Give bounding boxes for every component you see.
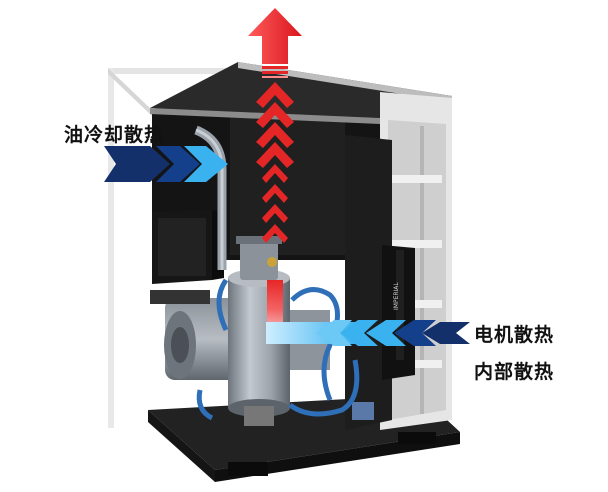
chevron-left-icon	[394, 320, 436, 346]
chevron-left-icon	[316, 320, 352, 346]
coolant-hoses	[196, 278, 360, 421]
brand-label: IMPERIAL	[393, 282, 400, 310]
chevron-up-icon	[262, 204, 288, 223]
hot-air-flow	[256, 82, 294, 338]
cabinet-left-frame	[108, 68, 230, 428]
motor-cooling-label: 电机散热	[474, 324, 555, 346]
internal-cooling-label: 内部散热	[474, 361, 555, 383]
separator-pipe	[194, 125, 227, 270]
chevron-right-icon	[156, 146, 200, 182]
chevron-up-icon	[262, 164, 288, 183]
chevron-left-icon	[366, 320, 406, 346]
chevron-up-icon	[256, 122, 294, 148]
oil-cooler	[152, 210, 224, 284]
chevron-up-icon	[262, 224, 288, 243]
inverter-unit: IMPERIAL	[345, 135, 415, 430]
up-arrow-icon	[248, 8, 302, 78]
chevron-up-icon	[256, 82, 294, 108]
chevron-up-icon	[256, 102, 294, 128]
oil-cooling-label: 油冷却散热	[64, 124, 165, 146]
chevron-right-icon	[184, 146, 228, 182]
chevron-up-icon	[256, 142, 294, 168]
chevron-up-icon	[262, 184, 288, 203]
chevron-right-icon	[104, 146, 170, 182]
chevron-left-icon	[340, 320, 378, 346]
motor-cooling-inflow	[266, 320, 470, 346]
chevron-left-icon	[422, 322, 470, 344]
oil-cooling-inflow	[104, 146, 228, 182]
